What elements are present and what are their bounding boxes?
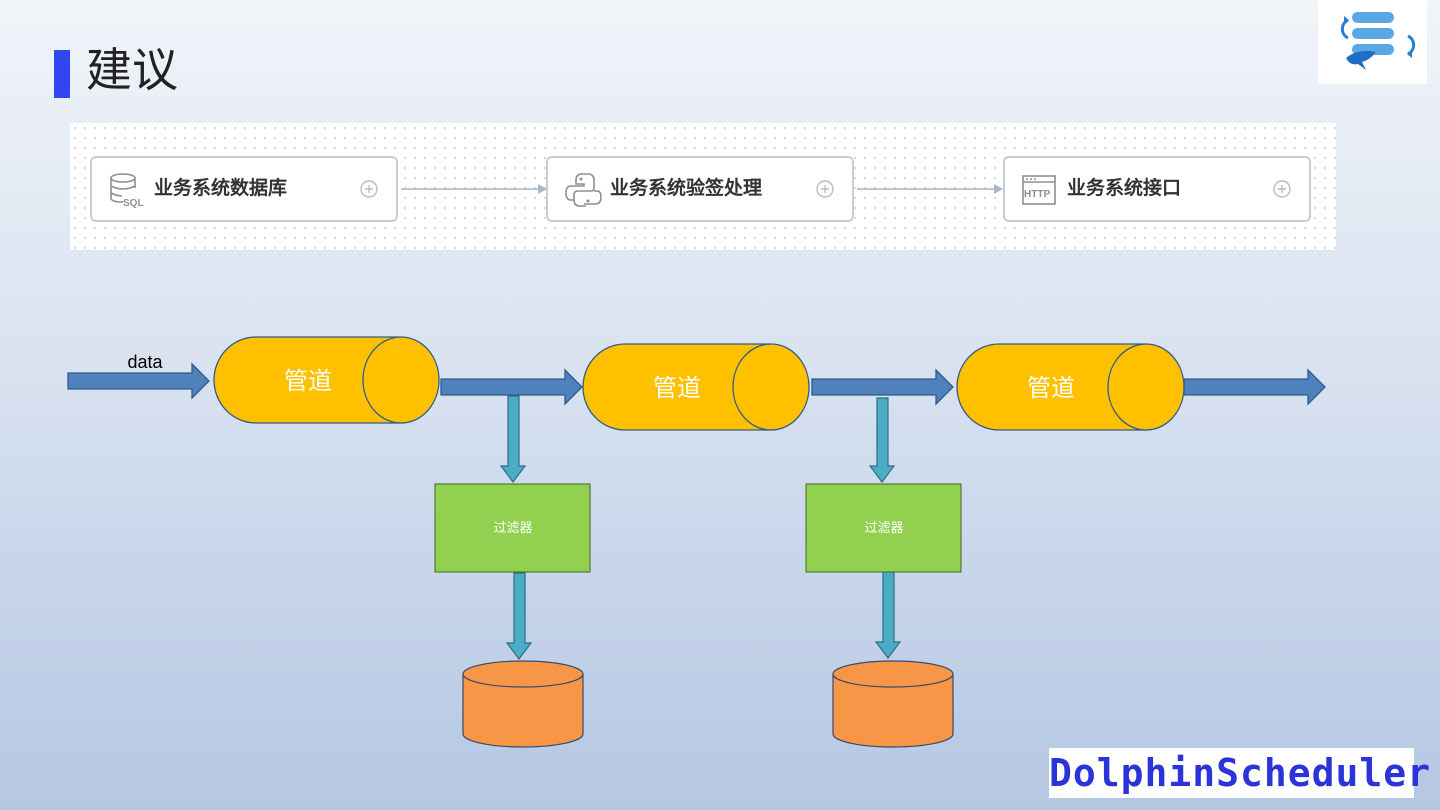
sql-database-icon: SQL	[108, 172, 148, 209]
svg-text:SQL: SQL	[123, 198, 144, 208]
plus-circle-icon[interactable]	[816, 180, 834, 198]
brand-wordmark: DolphinScheduler	[1049, 748, 1430, 798]
node-label: 业务系统验签处理	[610, 178, 763, 199]
pipe-3	[956, 343, 1185, 431]
node-label: 业务系统数据库	[154, 178, 288, 199]
workflow-node-http[interactable]: HTTP 业务系统接口	[1003, 156, 1311, 222]
flow-arrow	[811, 368, 954, 406]
plus-circle-icon[interactable]	[360, 180, 378, 198]
down-arrow	[874, 571, 902, 659]
edge-arrowhead	[994, 184, 1003, 194]
down-arrow	[868, 397, 896, 483]
http-icon: HTTP	[1021, 172, 1061, 208]
pipe-label: 管道	[1027, 374, 1075, 402]
python-icon	[564, 172, 604, 208]
pipe-label: 管道	[284, 367, 332, 395]
storage-cylinder	[832, 660, 954, 748]
flow-arrow	[440, 368, 583, 406]
output-arrow	[1183, 368, 1326, 406]
node-label: 业务系统接口	[1067, 178, 1182, 199]
pipe-2	[582, 343, 810, 431]
down-arrow	[505, 572, 533, 660]
pipe-label: 管道	[653, 374, 701, 402]
filter-label: 过滤器	[864, 521, 903, 536]
filter-box	[434, 483, 591, 573]
filter-label: 过滤器	[493, 521, 532, 536]
input-arrow	[67, 362, 210, 400]
title-accent-bar	[54, 50, 70, 98]
input-label: data	[127, 352, 163, 372]
pipe-1	[213, 336, 440, 424]
filter-box	[805, 483, 962, 573]
edge-arrowhead	[538, 184, 547, 194]
workflow-edges	[401, 184, 1003, 194]
down-arrow	[499, 395, 527, 483]
plus-circle-icon[interactable]	[1273, 180, 1291, 198]
svg-text:HTTP: HTTP	[1024, 189, 1050, 200]
workflow-node-database[interactable]: SQL 业务系统数据库	[90, 156, 398, 222]
workflow-node-python[interactable]: 业务系统验签处理	[546, 156, 854, 222]
workflow-canvas: SQL 业务系统数据库 业务系统验签处理 HTTP	[70, 123, 1336, 250]
slide-title: 建议	[86, 44, 178, 96]
storage-cylinder	[462, 660, 584, 748]
dolphinscheduler-logo	[1318, 0, 1427, 84]
